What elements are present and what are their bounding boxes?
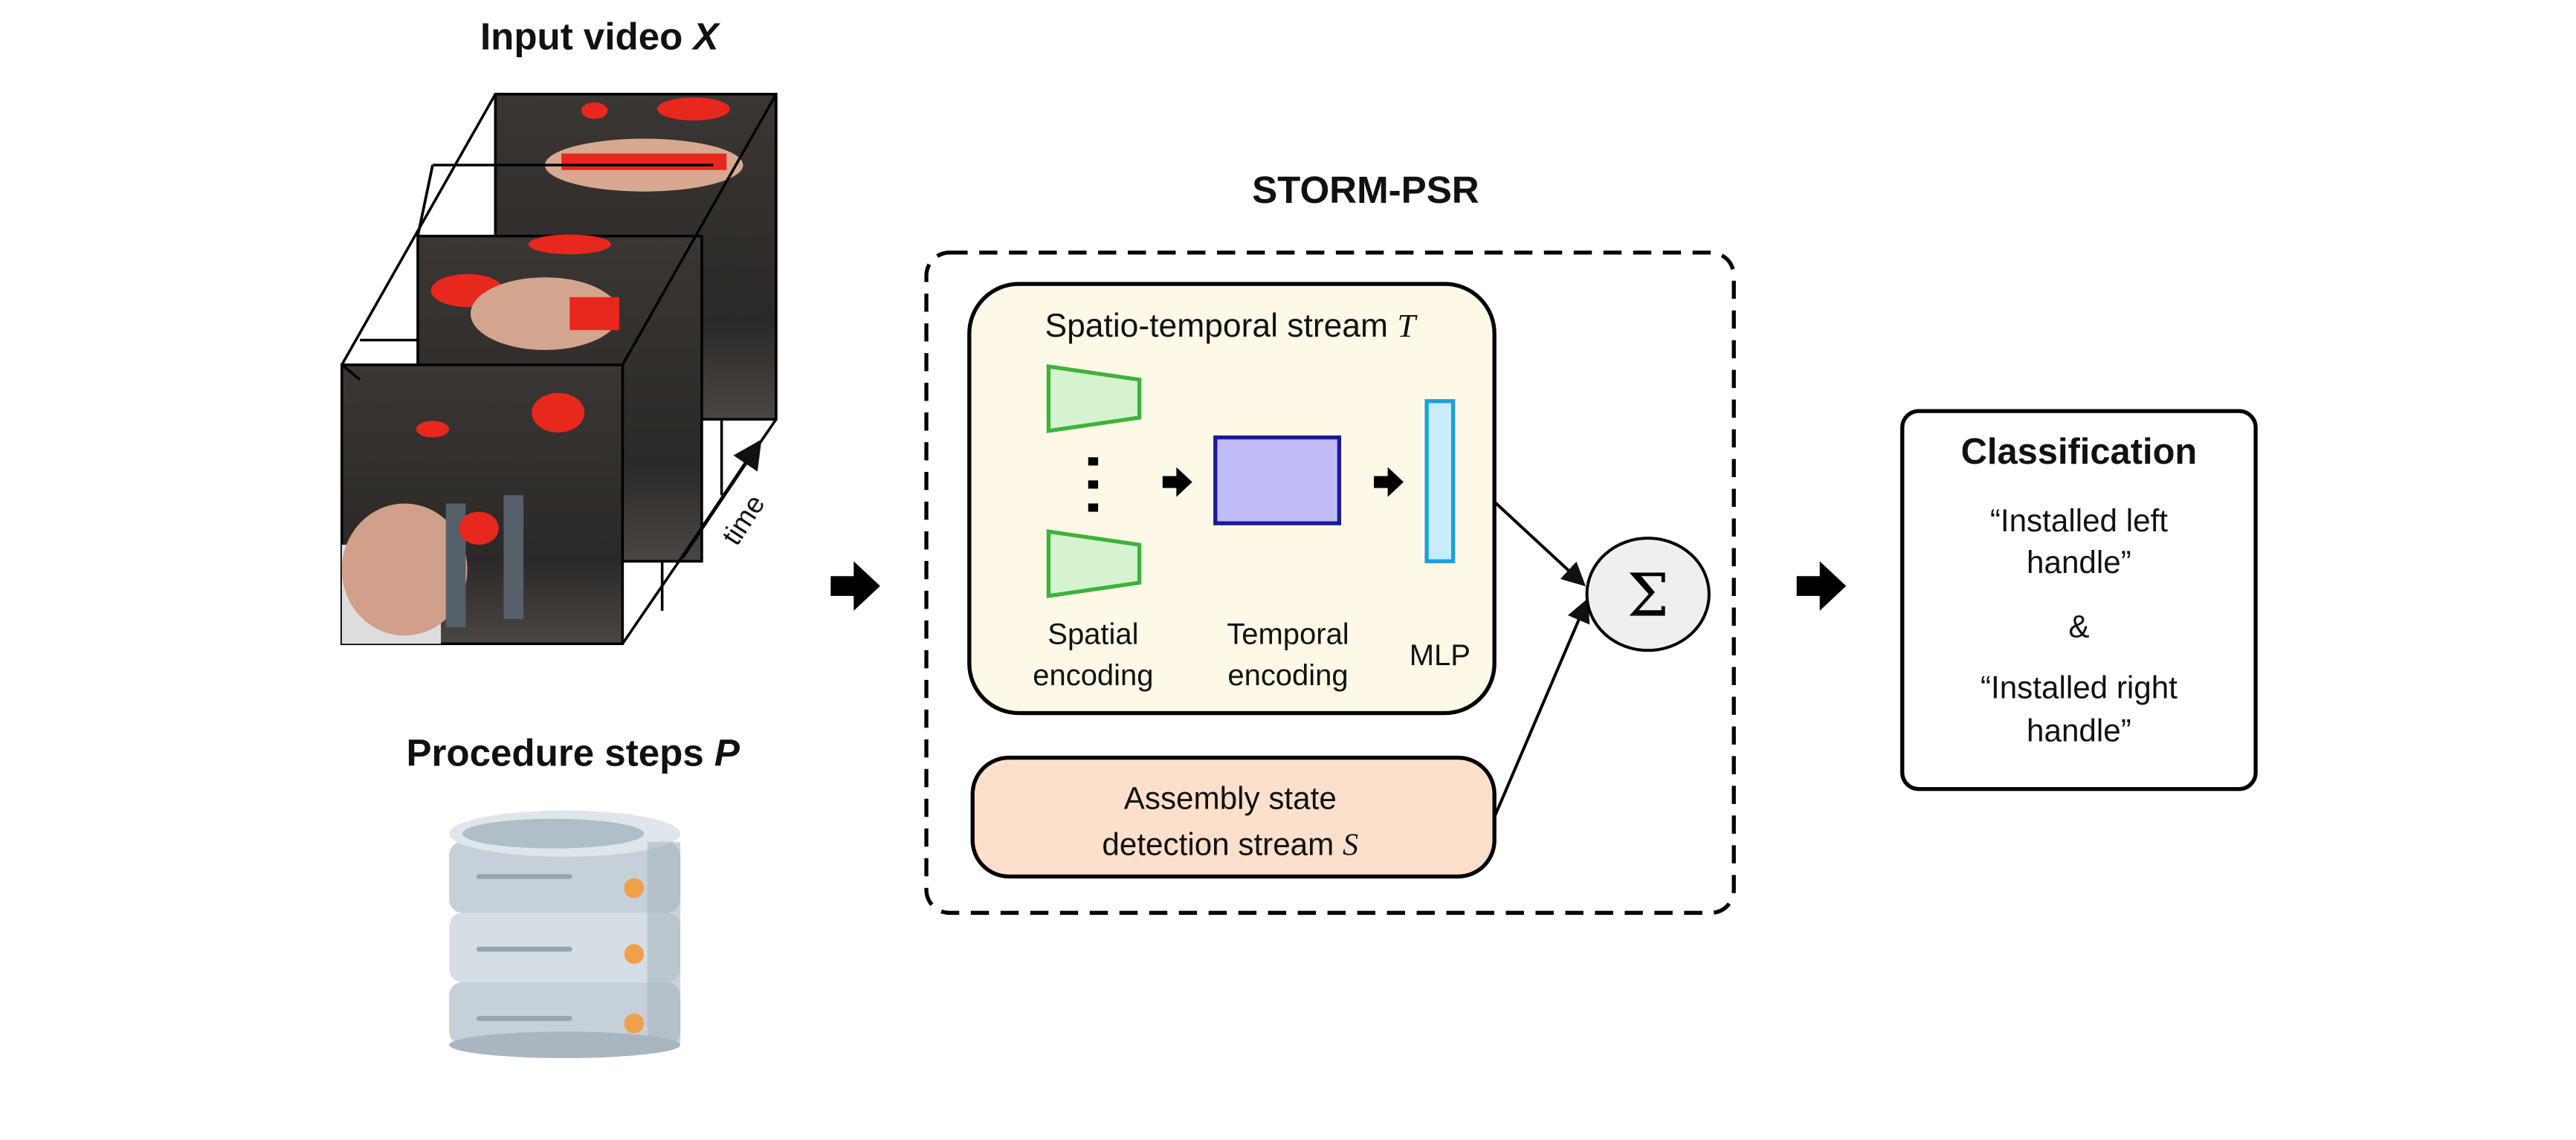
- classification-title: Classification: [1961, 432, 2198, 472]
- stream-title: Spatio-temporal stream T: [1045, 307, 1418, 344]
- model-title: STORM-PSR: [1252, 169, 1479, 211]
- spatial-encoder-top: [1046, 364, 1142, 433]
- database-icon: [449, 810, 681, 1058]
- temporal-label-2: encoding: [1227, 659, 1348, 692]
- arrow-right-icon: [1796, 561, 1847, 611]
- svg-text:Assembly state: Assembly state: [1124, 780, 1337, 815]
- arrow-right-icon: [830, 561, 880, 611]
- sum-node: Σ: [1585, 537, 1711, 652]
- spatiotemporal-stream: Spatio-temporal stream T Spatial encodin…: [967, 282, 1497, 716]
- time-arrow: [680, 439, 762, 560]
- procedure-steps-title: Procedure steps P: [406, 732, 740, 774]
- mlp-block: [1424, 399, 1456, 563]
- svg-text:&: &: [2068, 609, 2089, 644]
- svg-text:handle”: handle”: [2027, 713, 2131, 748]
- spatial-encoder-bottom: [1046, 529, 1142, 598]
- model-container: [924, 250, 1736, 915]
- temporal-label-1: Temporal: [1227, 618, 1349, 650]
- input-video-title: Input video X: [480, 16, 721, 58]
- video-frame-front: [340, 363, 624, 646]
- svg-text:handle”: handle”: [2027, 545, 2131, 580]
- svg-text:“Installed right: “Installed right: [1981, 670, 2178, 705]
- connector-arrow: [1493, 500, 1586, 587]
- svg-text:detection stream S: detection stream S: [1102, 827, 1358, 863]
- spatial-label-2: encoding: [1033, 659, 1153, 692]
- connector-arrow: [1493, 597, 1590, 818]
- video-cube: [340, 92, 778, 646]
- svg-text:“Installed left: “Installed left: [1990, 503, 2168, 538]
- spatial-label-1: Spatial: [1047, 618, 1138, 650]
- sigma-icon: Σ: [1627, 561, 1669, 630]
- classification-box: Classification “Installed left handle” &…: [1900, 409, 2258, 791]
- temporal-encoder: [1213, 435, 1342, 525]
- assembly-state-stream: Assembly state detection stream S: [970, 755, 1497, 879]
- mlp-label: MLP: [1410, 639, 1471, 672]
